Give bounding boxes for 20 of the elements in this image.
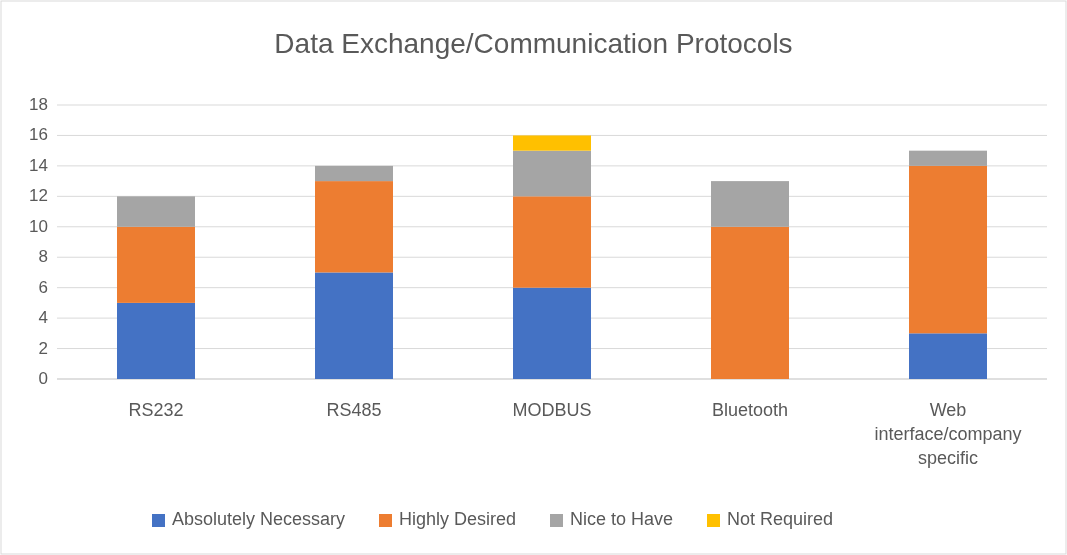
axis-tick-label: 8 <box>37 247 48 268</box>
axis-tick-label: 2 <box>37 338 48 359</box>
axis-tick-label: 14 <box>28 155 48 176</box>
legend-label: Absolutely Necessary <box>172 509 346 530</box>
category-label: MODBUS <box>511 399 593 422</box>
axis-tick-label: 4 <box>37 308 48 329</box>
axis-tick-label: 6 <box>37 277 48 298</box>
axis-tick-label: 18 <box>28 95 48 115</box>
legend-label: Highly Desired <box>399 509 517 530</box>
legend-label: Nice to Have <box>570 509 674 530</box>
axis-tick-label: 12 <box>28 186 48 207</box>
chart-title: Data Exchange/Communication Protocols <box>273 28 794 60</box>
category-label: RS485 <box>325 399 383 422</box>
category-label: Bluetooth <box>710 399 790 422</box>
axis-tick-label: 10 <box>28 216 48 237</box>
legend-label: Not Required <box>727 509 834 530</box>
axis-tick-label: 0 <box>37 369 48 389</box>
category-label: RS232 <box>127 399 185 422</box>
category-label: Web interface/company specific <box>873 399 1023 470</box>
axis-tick-label: 16 <box>28 125 48 146</box>
